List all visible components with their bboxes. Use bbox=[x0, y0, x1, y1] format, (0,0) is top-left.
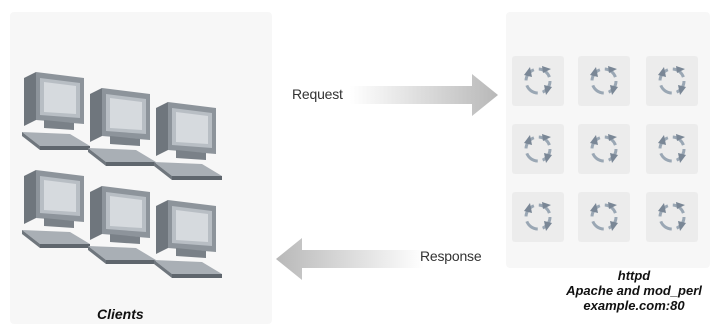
process-cycle-icon bbox=[578, 56, 630, 106]
process-cycle-icon bbox=[512, 192, 564, 242]
request-label: Request bbox=[292, 86, 343, 102]
response-label: Response bbox=[420, 248, 481, 264]
process-cycle-icon bbox=[512, 56, 564, 106]
process-cycle-icon bbox=[578, 124, 630, 174]
process-cycle-icon bbox=[646, 56, 698, 106]
server-label: httpd Apache and mod_perl example.com:80 bbox=[548, 268, 718, 313]
response-arrow bbox=[276, 236, 426, 282]
request-arrow bbox=[350, 72, 500, 118]
process-cycle-icon bbox=[512, 124, 564, 174]
process-cycle-icon bbox=[578, 192, 630, 242]
computer-icon bbox=[146, 196, 230, 288]
server-address: example.com:80 bbox=[548, 298, 718, 313]
clients-label: Clients bbox=[97, 306, 144, 322]
server-software: Apache and mod_perl bbox=[548, 283, 718, 298]
computer-icon bbox=[146, 98, 230, 190]
server-name: httpd bbox=[548, 268, 718, 283]
process-cycle-icon bbox=[646, 124, 698, 174]
process-cycle-icon bbox=[646, 192, 698, 242]
